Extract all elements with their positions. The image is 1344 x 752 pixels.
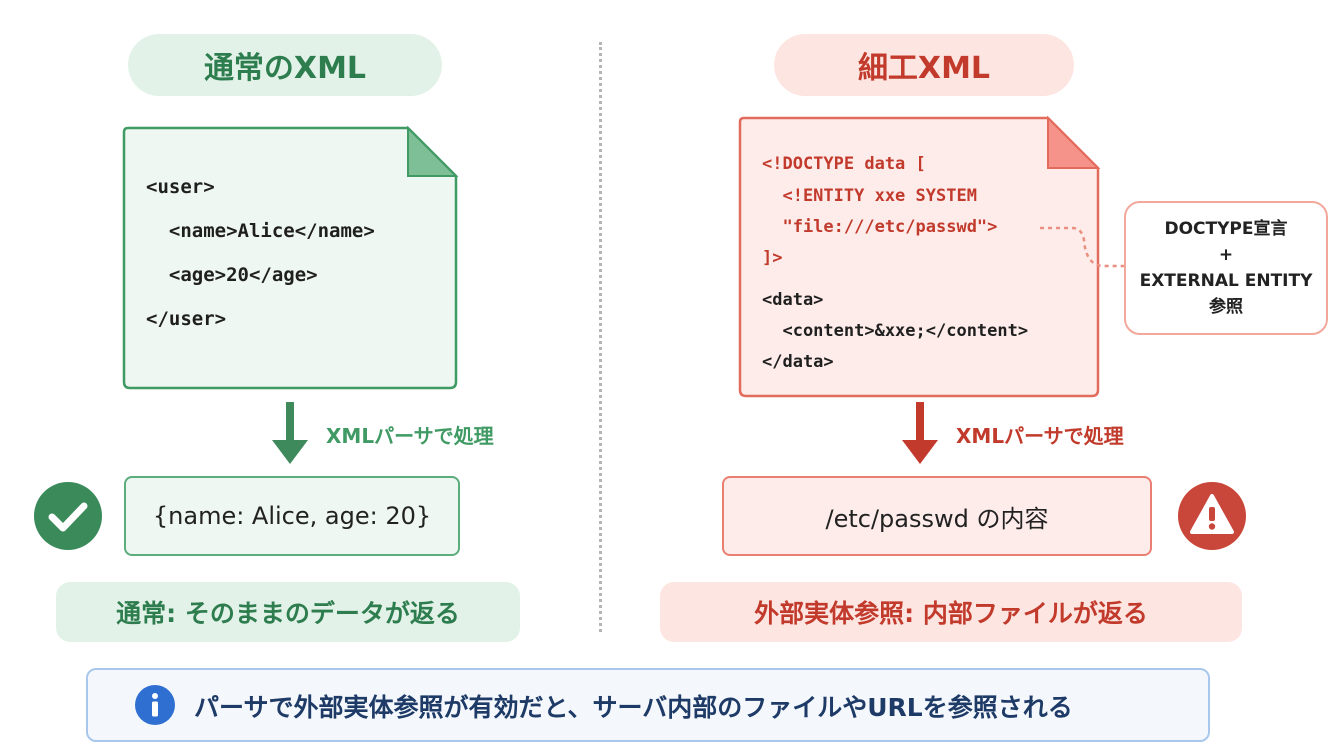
crafted-caption: 外部実体参照: 内部ファイルが返る (660, 582, 1242, 642)
crafted-xml-title: 細工XML (774, 34, 1074, 96)
crafted-doctype-line-4: ]> (762, 248, 783, 268)
normal-caption: 通常: そのままのデータが返る (56, 582, 520, 642)
crafted-data-line-2: <content>&xxe;</content> (762, 321, 1029, 341)
info-banner: パーサで外部実体参照が有効だと、サーバ内部のファイルやURLを参照される (86, 668, 1210, 742)
normal-xml-line-2: <name>Alice</name> (146, 220, 375, 242)
check-icon (34, 482, 102, 550)
info-text: パーサで外部実体参照が有効だと、サーバ内部のファイルやURLを参照される (194, 693, 1073, 722)
callout-connector (1040, 226, 1126, 268)
crafted-doctype-line-1: <!DOCTYPE data [ (762, 154, 926, 174)
crafted-result-text: /etc/passwd の内容 (825, 504, 1049, 533)
crafted-caption-text: 外部実体参照: 内部ファイルが返る (754, 599, 1148, 628)
normal-xml-title-text: 通常のXML (203, 51, 367, 86)
crafted-process-arrow (902, 402, 938, 464)
crafted-data-line-1: <data> (762, 290, 824, 310)
info-icon (135, 685, 175, 725)
callout-line-1: DOCTYPE宣言 (1164, 219, 1288, 239)
center-divider (599, 42, 602, 632)
crafted-xml-title-text: 細工XML (857, 51, 991, 86)
warning-icon (1178, 482, 1246, 550)
normal-result-text: {name: Alice, age: 20} (152, 502, 432, 530)
normal-process-arrow (272, 402, 308, 464)
crafted-doctype-line-2: <!ENTITY xxe SYSTEM (762, 186, 977, 206)
crafted-data-line-3: </data> (762, 352, 834, 372)
doctype-callout: DOCTYPE宣言 + EXTERNAL ENTITY 参照 (1124, 201, 1328, 335)
callout-line-3: EXTERNAL ENTITY (1139, 271, 1313, 291)
crafted-process-label: XMLパーサで処理 (956, 424, 1124, 448)
normal-xml-document (122, 125, 459, 390)
normal-result-box: {name: Alice, age: 20} (124, 476, 460, 556)
callout-line-4: 参照 (1209, 297, 1243, 317)
callout-line-2: + (1218, 245, 1234, 265)
normal-process-label: XMLパーサで処理 (326, 424, 494, 448)
normal-xml-line-4: </user> (146, 308, 227, 330)
normal-xml-title: 通常のXML (128, 34, 442, 96)
normal-xml-line-3: <age>20</age> (146, 264, 318, 286)
crafted-result-box: /etc/passwd の内容 (722, 476, 1152, 556)
normal-caption-text: 通常: そのままのデータが返る (116, 599, 460, 628)
crafted-doctype-line-3: "file:///etc/passwd"> (762, 217, 998, 237)
normal-xml-line-1: <user> (146, 176, 215, 198)
crafted-xml-document (738, 115, 1101, 398)
